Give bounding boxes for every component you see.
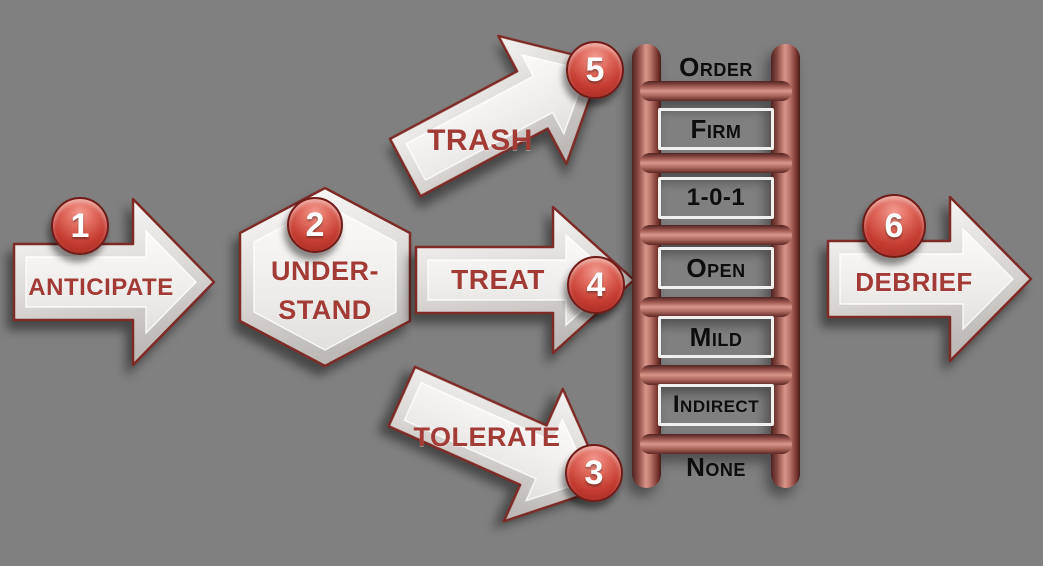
arrow-up-right-icon bbox=[388, 34, 605, 198]
process-diagram: ANTICIPATE UNDER- STAND TRASH TREAT TOLER… bbox=[8, 0, 1033, 523]
step-badge-3-number: 3 bbox=[584, 453, 604, 492]
anticipate-label: ANTICIPATE bbox=[28, 274, 174, 301]
step-badge-5-number: 5 bbox=[585, 50, 605, 89]
debrief-label: DEBRIEF bbox=[855, 267, 973, 297]
tolerate-label: TOLERATE bbox=[413, 422, 561, 452]
understand-label-line2: STAND bbox=[278, 295, 372, 325]
step-badge-6: 6 bbox=[862, 194, 926, 258]
ladder-level-box-mild bbox=[658, 316, 774, 358]
step-badge-1-number: 1 bbox=[70, 206, 90, 245]
trash-label: TRASH bbox=[427, 124, 533, 157]
understand-label-line1: UNDER- bbox=[271, 256, 379, 286]
ladder-rung bbox=[640, 225, 792, 245]
ladder-level-box-indirect bbox=[658, 384, 774, 426]
ladder-rung bbox=[640, 365, 792, 385]
trash-arrow bbox=[361, 0, 649, 243]
arrow-right-icon bbox=[414, 205, 636, 355]
ladder-level-box-open bbox=[658, 247, 774, 289]
ladder-level-none: None bbox=[686, 452, 746, 482]
understand-hexagon bbox=[232, 185, 418, 369]
step-badge-4-number: 4 bbox=[586, 265, 606, 304]
ladder-level-open: Open bbox=[686, 253, 746, 283]
ladder-level-box-firm bbox=[658, 108, 774, 150]
arrow-down-right-icon bbox=[387, 365, 608, 523]
step-badge-2-number: 2 bbox=[305, 205, 325, 244]
tolerate-arrow bbox=[363, 319, 648, 566]
arrow-right-icon bbox=[12, 197, 216, 367]
step-badge-3: 3 bbox=[565, 444, 623, 502]
step-badge-6-number: 6 bbox=[884, 206, 904, 245]
understand-label: UNDER- STAND bbox=[242, 252, 408, 330]
step-badge-5: 5 bbox=[566, 41, 624, 99]
treat-arrow bbox=[410, 196, 640, 364]
treat-label: TREAT bbox=[451, 264, 545, 295]
ladder-rung bbox=[640, 81, 792, 101]
ladder-left-rail bbox=[632, 44, 661, 488]
ladder-rung bbox=[640, 297, 792, 317]
ladder-level-box-101 bbox=[658, 177, 774, 219]
anticipate-arrow bbox=[8, 187, 220, 377]
ladder-rung bbox=[640, 434, 792, 454]
ladder-right-rail bbox=[771, 44, 800, 488]
ladder-level-mild: Mild bbox=[689, 322, 743, 352]
ladder-level-firm: Firm bbox=[690, 114, 742, 144]
step-badge-4: 4 bbox=[567, 256, 625, 314]
escalation-ladder bbox=[632, 44, 800, 488]
step-badge-2: 2 bbox=[287, 197, 343, 253]
ladder-level-order: Order bbox=[679, 52, 753, 82]
ladder-rung bbox=[640, 153, 792, 173]
step-badge-1: 1 bbox=[51, 197, 109, 255]
ladder-level-1-0-1: 1-0-1 bbox=[686, 184, 746, 211]
hexagon-icon bbox=[238, 186, 412, 368]
ladder-level-indirect: Indirect bbox=[672, 391, 760, 418]
